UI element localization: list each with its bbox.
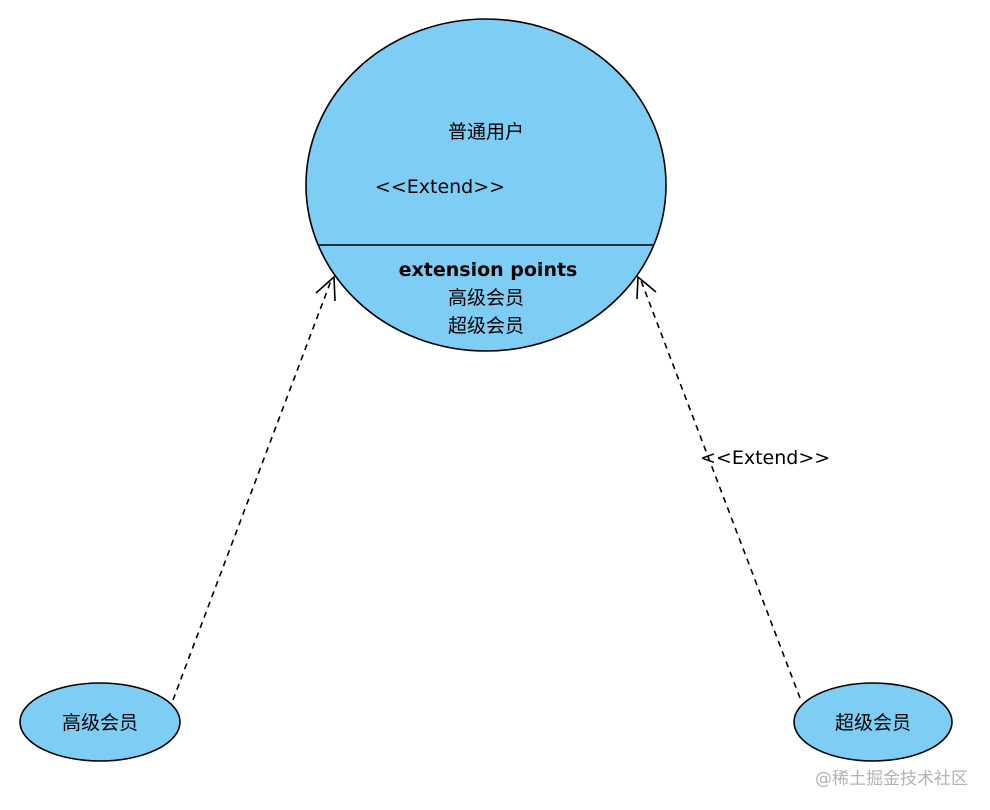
right-use-case-shape: [793, 682, 953, 762]
extension-point-item: 超级会员: [448, 315, 524, 337]
left-arrowhead-icon: [315, 275, 336, 302]
left-dashed-line: [172, 277, 333, 701]
left-use-case[interactable]: 高级会员: [19, 682, 181, 762]
main-use-case-shape: [305, 18, 667, 352]
main-use-case-stereotype: <<Extend>>: [375, 176, 505, 198]
right-use-case[interactable]: 超级会员: [793, 682, 953, 762]
main-use-case[interactable]: 普通用户 <<Extend>> extension points 高级会员 超级…: [305, 18, 667, 352]
extension-points-title: extension points: [399, 259, 578, 281]
left-use-case-name: 高级会员: [62, 712, 138, 734]
watermark-text: @稀土掘金技术社区: [815, 769, 968, 789]
right-use-case-name: 超级会员: [835, 712, 911, 734]
left-use-case-shape: [19, 682, 181, 762]
left-extend-relation[interactable]: [172, 275, 336, 701]
right-arrowhead-icon: [636, 275, 657, 300]
right-relation-label: <<Extend>>: [700, 447, 830, 469]
extension-point-item: 高级会员: [448, 287, 524, 309]
main-use-case-name: 普通用户: [448, 121, 524, 143]
right-dashed-line: [639, 277, 801, 699]
right-extend-relation[interactable]: <<Extend>>: [636, 275, 830, 699]
